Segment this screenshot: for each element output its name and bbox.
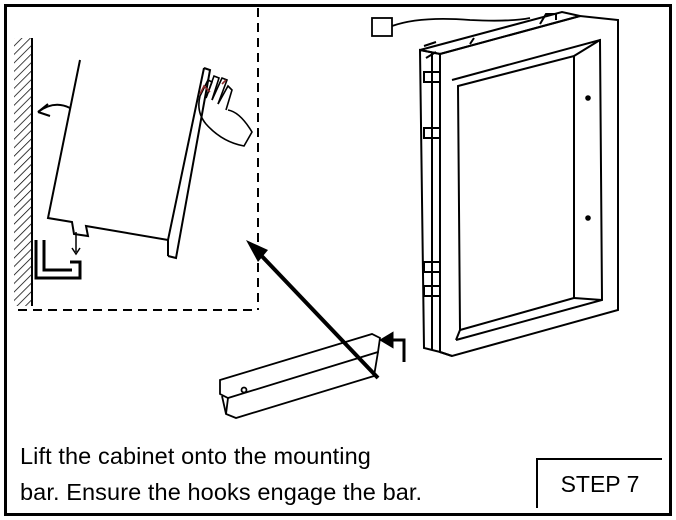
instruction-text: Lift the cabinet onto the mounting bar. …	[20, 438, 540, 510]
cabinet	[418, 10, 619, 358]
step-label: STEP 7	[536, 458, 662, 508]
wall	[14, 38, 33, 306]
cabinet-side-view	[37, 59, 212, 260]
detail-inset	[14, 8, 259, 311]
mounting-bar	[219, 333, 381, 419]
hook-icon	[34, 232, 82, 280]
diagram-frame	[4, 4, 672, 516]
wall-plate	[371, 17, 531, 37]
instruction-line-1: Lift the cabinet onto the mounting	[20, 443, 371, 469]
instruction-line-2: bar. Ensure the hooks engage the bar.	[20, 479, 423, 505]
diagonal-arrow-icon	[246, 240, 380, 380]
hand-icon	[198, 74, 253, 147]
hook-arrow-icon	[379, 331, 406, 362]
